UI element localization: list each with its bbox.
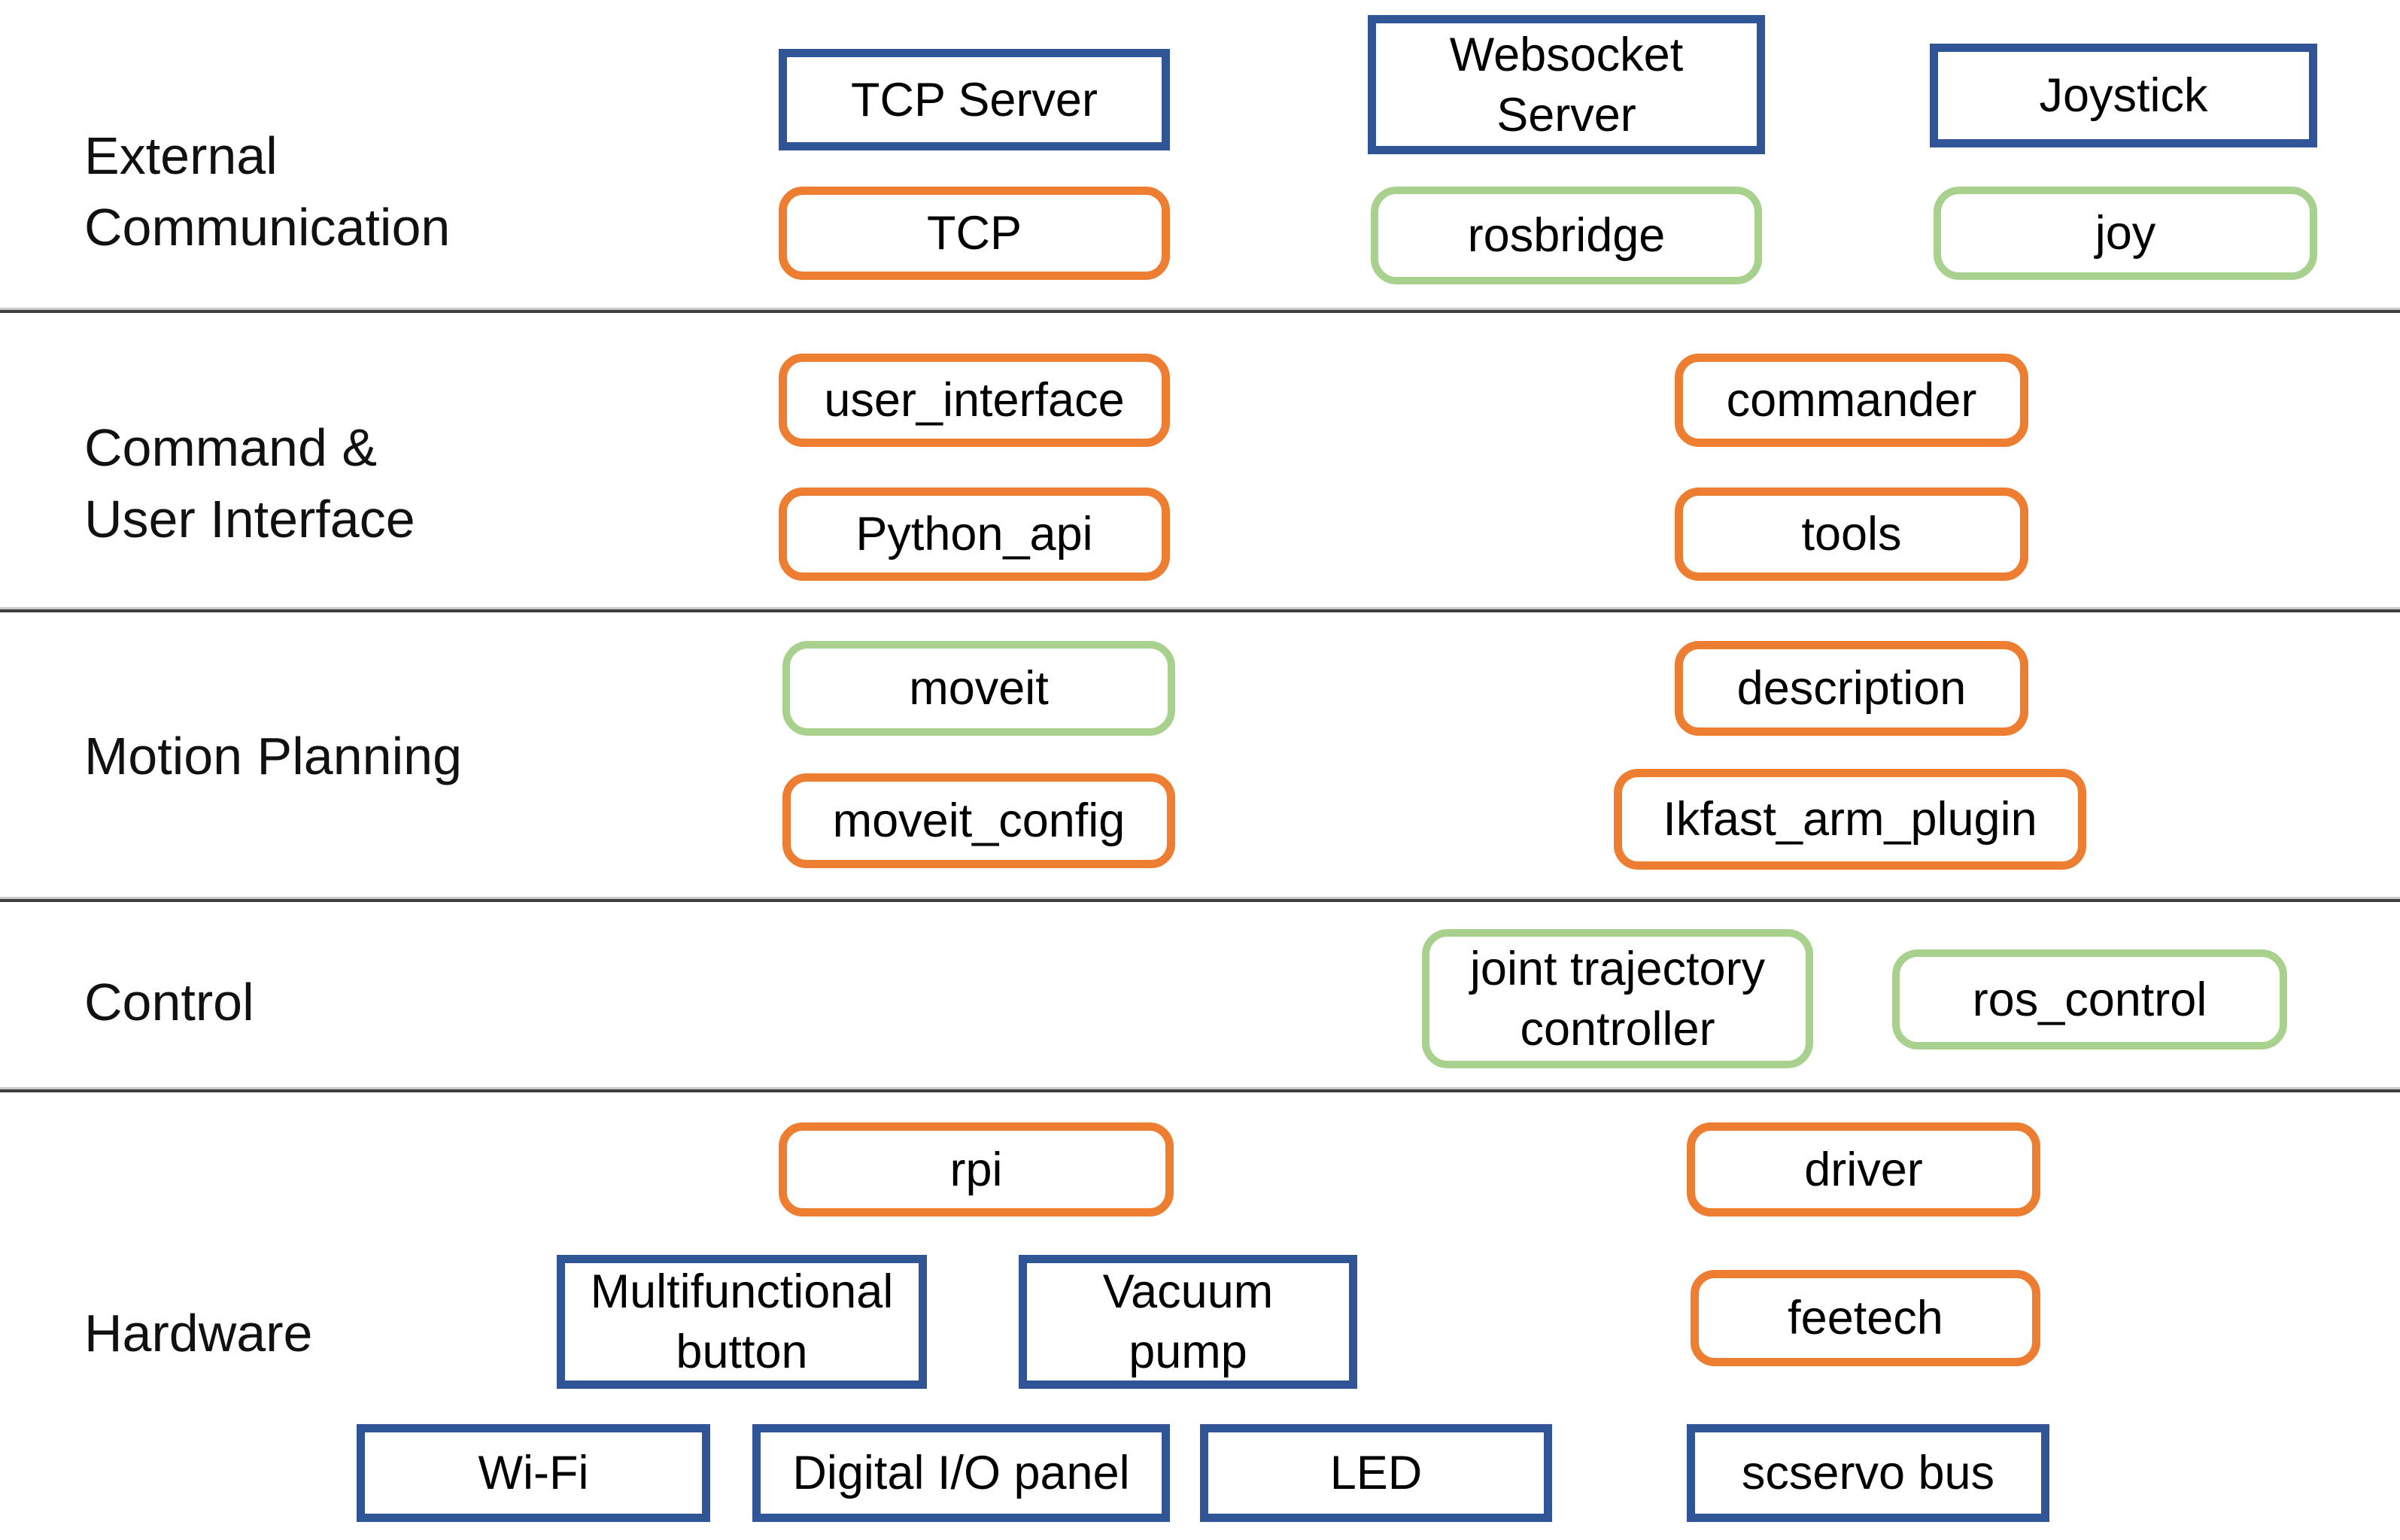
row-label-control: Control	[84, 973, 254, 1031]
row-divider	[0, 899, 2400, 902]
box-description: description	[1675, 641, 2028, 736]
box-led: LED	[1200, 1424, 1552, 1522]
row-divider	[0, 609, 2400, 612]
row-label-hardware: Hardware	[84, 1304, 313, 1362]
box-websocket-server: Websocket Server	[1368, 15, 1765, 154]
row-divider	[0, 1089, 2400, 1092]
box-joystick: Joystick	[1930, 44, 2317, 147]
box-moveit: moveit	[782, 641, 1175, 736]
box-ros-control: ros_control	[1892, 949, 2287, 1049]
box-feetech: feetech	[1691, 1270, 2040, 1366]
box-tcp-server: TCP Server	[779, 49, 1170, 150]
row-label-command-user-interface: Command & User Interface	[84, 418, 415, 548]
box-joint-trajectory-controller: joint trajectory controller	[1422, 929, 1813, 1068]
box-user-interface: user_interface	[779, 354, 1170, 447]
box-tcp: TCP	[779, 187, 1170, 280]
box-commander: commander	[1675, 354, 2028, 447]
box-driver: driver	[1687, 1122, 2040, 1217]
box-scservo-bus: scservo bus	[1687, 1424, 2049, 1522]
row-divider	[0, 310, 2400, 313]
row-label-external-communication: External Communication	[84, 126, 451, 257]
box-joy: joy	[1934, 187, 2317, 280]
box-tools: tools	[1675, 488, 2028, 581]
box-ikfast-arm-plugin: Ikfast_arm_plugin	[1614, 769, 2086, 870]
box-wifi: Wi-Fi	[357, 1424, 710, 1522]
box-python-api: Python_api	[779, 488, 1170, 581]
row-label-motion-planning: Motion Planning	[84, 727, 462, 785]
box-vacuum-pump: Vacuum pump	[1019, 1255, 1357, 1389]
box-rpi: rpi	[779, 1122, 1174, 1217]
box-moveit-config: moveit_config	[782, 773, 1175, 868]
box-rosbridge: rosbridge	[1371, 187, 1762, 284]
box-digital-io-panel: Digital I/O panel	[752, 1424, 1170, 1522]
box-multifunctional-button: Multifunctional button	[557, 1255, 927, 1389]
